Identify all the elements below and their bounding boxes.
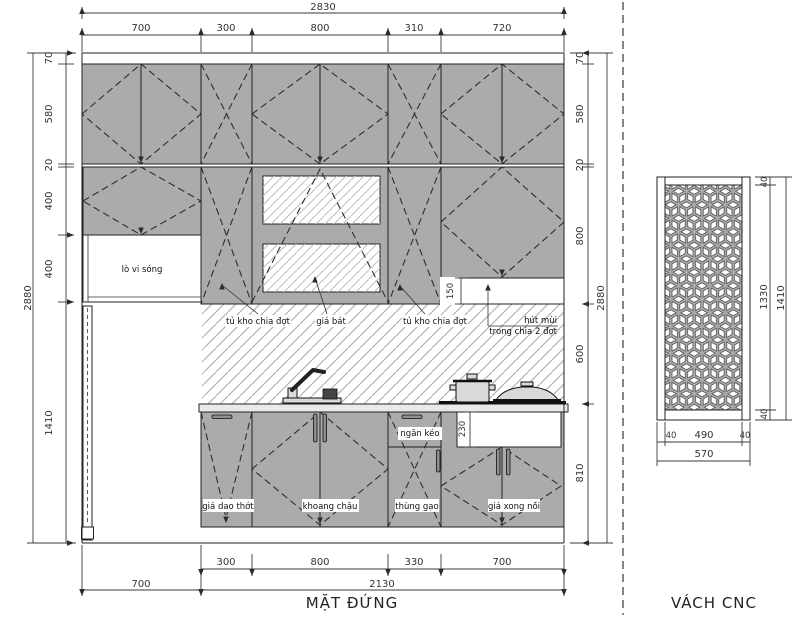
dim-hood-step: 150 [440, 277, 467, 305]
label-microwave: lò vi sóng [122, 264, 163, 275]
label-drawer: ngăn kéo [400, 428, 439, 439]
handle-rice-door [436, 449, 441, 473]
dim-bottom: 300 800 330 700 700 2130 [79, 545, 567, 596]
dim-left-seg-3: 400 [44, 191, 55, 210]
dim-bot-seg-2: 330 [404, 557, 423, 568]
label-hood-line2: trong chia 2 đợt [489, 327, 557, 337]
dim-bottom-left-offset: 700 [131, 579, 150, 590]
handles [211, 413, 511, 476]
elevation-title: MẶT ĐỨNG [306, 593, 398, 612]
dim-left: 70 580 20 400 400 1410 2880 [23, 50, 76, 546]
small-appliance [322, 388, 338, 400]
label-pantry-left: tủ kho chia đợt [226, 316, 291, 327]
dim-right-seg-2: 20 [575, 159, 586, 172]
cabinet-above-microwave [82, 166, 202, 236]
dim-cnc-bottom-margin: 40 [760, 409, 770, 420]
label-hood-line1: hút mùi [524, 316, 557, 326]
handle-sink-left [313, 413, 318, 443]
dim-cnc-top-margin: 40 [760, 177, 770, 188]
dim-left-seg-4: 400 [44, 259, 55, 278]
dim-right-seg-3: 800 [575, 226, 586, 245]
upper-cabinet-band [81, 63, 565, 165]
dim-right-seg-5: 810 [575, 463, 586, 482]
dim-hob-gap: 230 [458, 411, 476, 448]
dim-left-seg-0: 70 [44, 52, 55, 65]
dim-top-seg-0: 700 [131, 23, 150, 34]
cnc-title: VÁCH CNC [671, 593, 757, 612]
label-sink: khoang chậu [303, 502, 358, 512]
mid-cabinets [81, 166, 565, 305]
dim-left-total: 2880 [23, 285, 34, 310]
hood-bottom-strip [454, 277, 565, 305]
dim-left-seg-5: 1410 [44, 410, 55, 435]
dim-top-seg-3: 310 [404, 23, 423, 34]
handle-knife-door [211, 414, 233, 419]
dim-bot-seg-1: 800 [310, 557, 329, 568]
dim-left-seg-1: 580 [44, 104, 55, 123]
dim-right-seg-0: 70 [575, 52, 586, 65]
dim-cnc-overall-height: 1410 [776, 285, 787, 310]
label-rice-bin: thùng gạo [395, 502, 438, 512]
dim-bot-seg-0: 300 [216, 557, 235, 568]
cnc-panel [656, 176, 751, 421]
dim-top: 2830 700 300 800 310 720 [79, 2, 567, 52]
dim-cnc-inner-width: 490 [694, 430, 713, 441]
handle-drawer [401, 414, 423, 419]
wok-pan [493, 381, 561, 401]
upper-cabinets [81, 52, 565, 168]
dim-bottom-run: 2130 [369, 579, 394, 590]
base-cabinets [200, 411, 565, 528]
handle-sink-right [322, 413, 327, 443]
soffit [81, 52, 565, 65]
dim-cnc-right: 40 1330 40 1410 [755, 176, 792, 421]
dim-cnc-right-margin: 40 [740, 431, 751, 441]
cnc-lattice [664, 184, 743, 411]
dim-top-seg-4: 720 [492, 23, 511, 34]
hob-gap [456, 411, 562, 448]
dim-right-seg-1: 580 [575, 104, 586, 123]
dim-top-seg-1: 300 [216, 23, 235, 34]
faucet [282, 368, 342, 404]
dim-overall-width: 2830 [310, 2, 335, 13]
dim-right-seg-4: 600 [575, 344, 586, 363]
dim-cnc-left-margin: 40 [666, 431, 677, 441]
dim-left-seg-2: 20 [44, 159, 55, 172]
cooking-pot [449, 373, 496, 403]
cooktop [439, 401, 566, 405]
svg-text:150: 150 [446, 283, 456, 299]
label-knife-rack: giá dao thớt [202, 501, 254, 512]
label-pot-rack: giá xong nồi [488, 501, 540, 512]
dim-right: 70 580 20 800 600 810 2880 [570, 50, 613, 546]
label-pantry-right: tủ kho chia đợt [403, 316, 468, 327]
svg-text:230: 230 [458, 421, 468, 437]
label-dish-rack: giá bát [316, 317, 346, 327]
dim-bot-seg-3: 700 [492, 557, 511, 568]
cabinet-labels: lò vi sóng tủ kho chia đợt giá bát tủ kh… [122, 264, 558, 512]
dim-cnc-overall-width: 570 [694, 449, 713, 460]
dim-right-total: 2880 [596, 285, 607, 310]
dim-cnc-bottom: 40 490 40 570 [656, 422, 751, 466]
side-filler-panel [81, 305, 94, 541]
handle-pot-right [506, 448, 511, 476]
handle-pot-left [496, 448, 501, 476]
dim-cnc-inner-height: 1330 [759, 284, 770, 309]
dim-top-seg-2: 800 [310, 23, 329, 34]
